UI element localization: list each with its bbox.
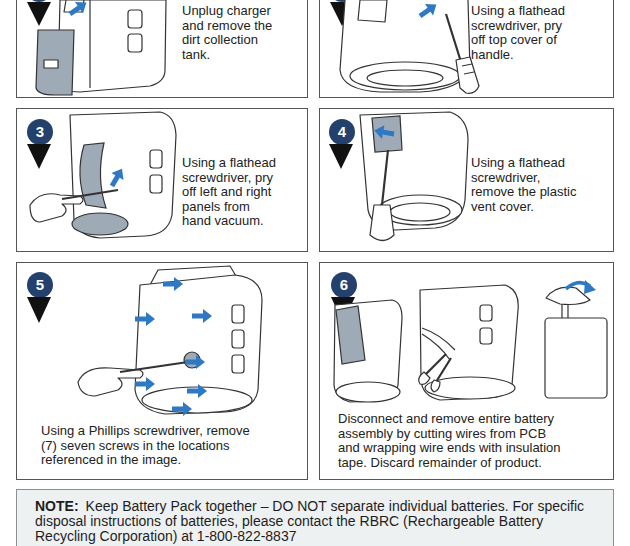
instruction-text: Using a flathead screwdriver, pry off le…	[182, 156, 279, 229]
instruction-text: Using a Phillips screwdriver, remove (7)…	[41, 424, 261, 468]
step-number: 6	[331, 272, 357, 298]
step-number: 5	[27, 272, 53, 298]
step-panel: Unplug charger and remove the dirt colle…	[16, 0, 308, 98]
step-panel: 5Using a Phillips screwdriver, remove (7…	[16, 262, 308, 480]
step-panel: 6Disconnect and remove entire battery as…	[319, 262, 614, 480]
step-number: 3	[27, 119, 53, 145]
instruction-text: Using a flathead screwdriver, pry off to…	[471, 4, 568, 62]
instruction-text: Using a flathead screwdriver, remove the…	[471, 156, 578, 214]
instruction-text: Disconnect and remove entire battery ass…	[338, 412, 568, 470]
step-panel: 3Using a flathead screwdriver, pry off l…	[16, 108, 308, 252]
note-heading: NOTE:	[35, 498, 79, 514]
step-panel: Using a flathead screwdriver, pry off to…	[319, 0, 614, 98]
instruction-text: Unplug charger and remove the dirt colle…	[182, 4, 279, 62]
step-number: 4	[329, 119, 355, 145]
note-box: NOTE:Keep Battery Pack together – DO NOT…	[16, 489, 614, 546]
step-panel: 4Using a flathead screwdriver, remove th…	[319, 108, 614, 252]
note-body: Keep Battery Pack together – DO NOT sepa…	[35, 498, 584, 544]
note-text: NOTE:Keep Battery Pack together – DO NOT…	[35, 499, 585, 544]
